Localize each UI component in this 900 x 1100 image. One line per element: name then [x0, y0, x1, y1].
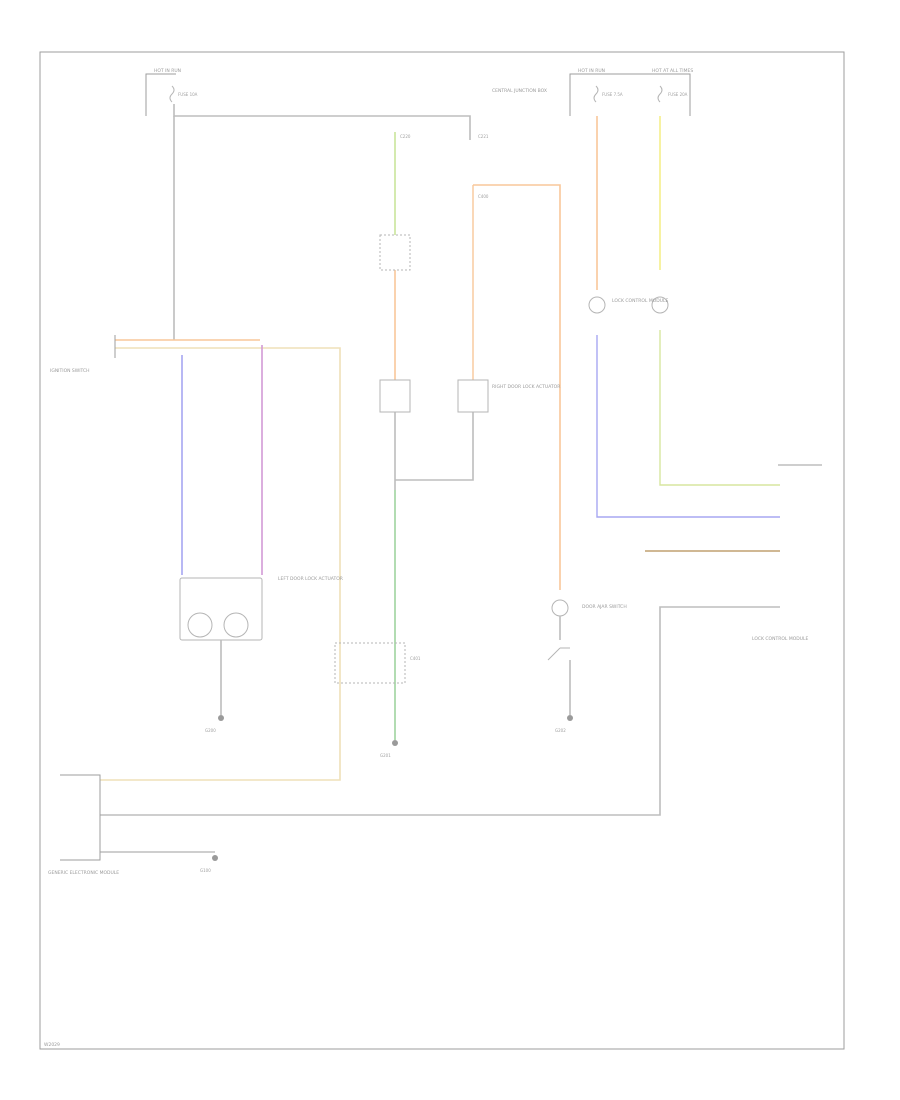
fuse-box-right-a-label: HOT IN RUN [578, 68, 605, 74]
wire-right-to-blue [596, 335, 780, 518]
central-junction-label-group: CENTRAL JUNCTION BOX C220 C221 C400 [400, 88, 547, 199]
ground-g202: G202 [555, 715, 573, 733]
ground-g202-label: G202 [555, 728, 566, 733]
central-junction-label: CENTRAL JUNCTION BOX [492, 88, 547, 94]
ground-g200: G200 [205, 715, 224, 733]
wire-right-yellowgreen [659, 330, 780, 486]
fuse-box-right: HOT IN RUN HOT AT ALL TIMES FUSE 7.5A FU… [569, 68, 693, 116]
left-door-lock-actuator [379, 379, 411, 413]
wire-actuator-right-return [395, 412, 474, 481]
gem-label: GENERIC ELECTRONIC MODULE [48, 870, 119, 876]
right-door-lock-actuator: RIGHT DOOR LOCK ACTUATOR [457, 379, 560, 413]
ground-g100: G100 [200, 855, 218, 873]
right-actuator-label: RIGHT DOOR LOCK ACTUATOR [492, 384, 560, 390]
generic-electronic-module: GENERIC ELECTRONIC MODULE [48, 774, 119, 876]
fuse-box-left: HOT IN RUN FUSE 10A [145, 68, 198, 116]
ground-g200-label: G200 [205, 728, 216, 733]
diagram-frame [39, 51, 845, 1050]
door-ajar-switch: DOOR AJAR SWITCH [547, 599, 627, 715]
wire-harness-tan [100, 347, 341, 781]
wire-top-bus [173, 104, 471, 140]
connector-c220-label: C220 [400, 134, 411, 139]
fuse-box-left-label: HOT IN RUN [154, 68, 181, 74]
ground-g201: G201 [380, 740, 398, 758]
fuse-box-right-b-label: HOT AT ALL TIMES [652, 68, 693, 74]
connector-c400-label: C400 [478, 194, 489, 199]
ground-g201-label: G201 [380, 753, 391, 758]
fuse-right-a-label: FUSE 7.5A [602, 92, 623, 97]
ignition-switch-label: IGNITION SWITCH [50, 368, 90, 374]
connector-upper-green [379, 234, 411, 271]
door-lock-switch: LEFT DOOR LOCK ACTUATOR [179, 576, 343, 715]
door-ajar-switch-label: DOOR AJAR SWITCH [582, 604, 627, 610]
right-module-label: LOCK CONTROL MODULE [752, 636, 809, 642]
connector-c401: C401 [334, 642, 421, 684]
ground-g100-label: G100 [200, 868, 211, 873]
connector-c401-label: C401 [410, 656, 421, 661]
wire-gem-right [100, 606, 780, 816]
fuse-right-b-label: FUSE 20A [668, 92, 688, 97]
left-actuator-label: LEFT DOOR LOCK ACTUATOR [278, 576, 343, 582]
ignition-switch: IGNITION SWITCH [50, 335, 116, 374]
right-module-bracket: LOCK CONTROL MODULE [752, 464, 822, 642]
footer-code: W2029 [44, 1042, 60, 1048]
connector-c221-label: C221 [478, 134, 489, 139]
wire-orange-right [473, 184, 561, 590]
lock-control-module-label: LOCK CONTROL MODULE [612, 298, 669, 304]
courtesy-lamp: LOCK CONTROL MODULE [588, 296, 669, 314]
fuse-left-label: FUSE 10A [178, 92, 198, 97]
